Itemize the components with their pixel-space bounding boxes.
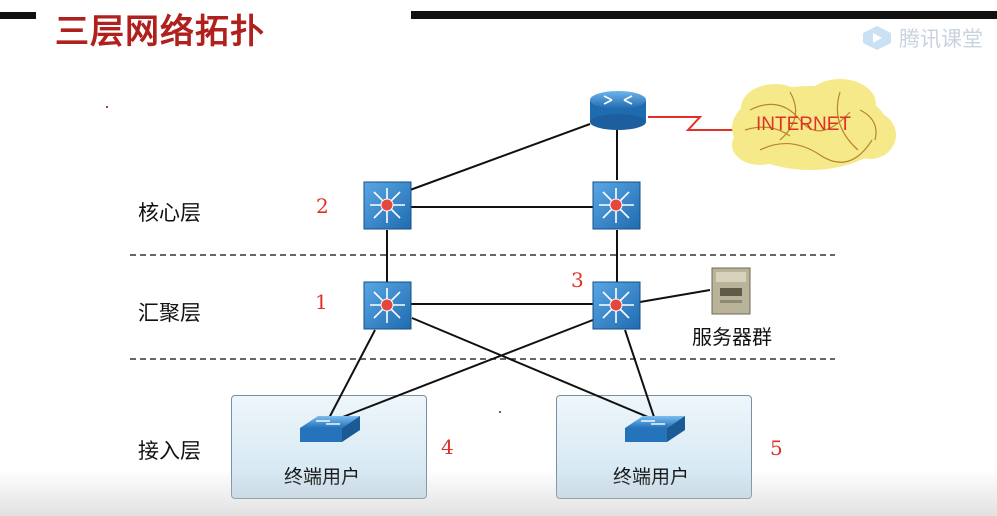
number-4: 4 (441, 435, 454, 459)
link-aggR-accessR (624, 329, 656, 421)
number-1: 1 (315, 290, 328, 314)
link-aggL-accessL (327, 329, 376, 421)
router-icon (590, 91, 646, 130)
number-3: 3 (571, 268, 584, 292)
link-router-core-left (409, 123, 591, 191)
server-icon (711, 267, 751, 315)
watermark-text: 腾讯课堂 (899, 27, 983, 51)
link-aggL-accessR (411, 317, 656, 421)
links (327, 123, 711, 421)
layer-label-core: 核心层 (138, 201, 201, 225)
page-title: 三层网络拓扑 (55, 12, 265, 52)
title-bar-right (411, 11, 997, 19)
tencent-classroom-icon (863, 26, 891, 50)
internet-cloud-icon (732, 79, 896, 170)
server-group-label: 服务器群 (692, 325, 772, 349)
stray-dot (499, 411, 501, 413)
core-switch-left-icon (363, 181, 412, 230)
aggregation-switch-left-icon (363, 281, 412, 330)
access-switch-right-icon (625, 416, 685, 442)
aggregation-switch-right-icon (592, 281, 641, 330)
stray-dot (106, 106, 108, 108)
link-agg-server (639, 289, 711, 303)
internet-label: INTERNET (756, 114, 851, 135)
number-5: 5 (770, 436, 783, 460)
title-bar-left (0, 12, 36, 19)
watermark: 腾讯课堂 (861, 22, 983, 54)
core-switch-right-icon (592, 181, 641, 230)
bottom-fade (0, 470, 997, 516)
internet-link (648, 116, 740, 131)
number-2: 2 (316, 194, 329, 218)
layer-label-aggregation: 汇聚层 (138, 301, 201, 325)
link-aggR-accessL (334, 317, 599, 421)
access-switch-left-icon (300, 416, 360, 442)
layer-label-access: 接入层 (138, 439, 201, 463)
